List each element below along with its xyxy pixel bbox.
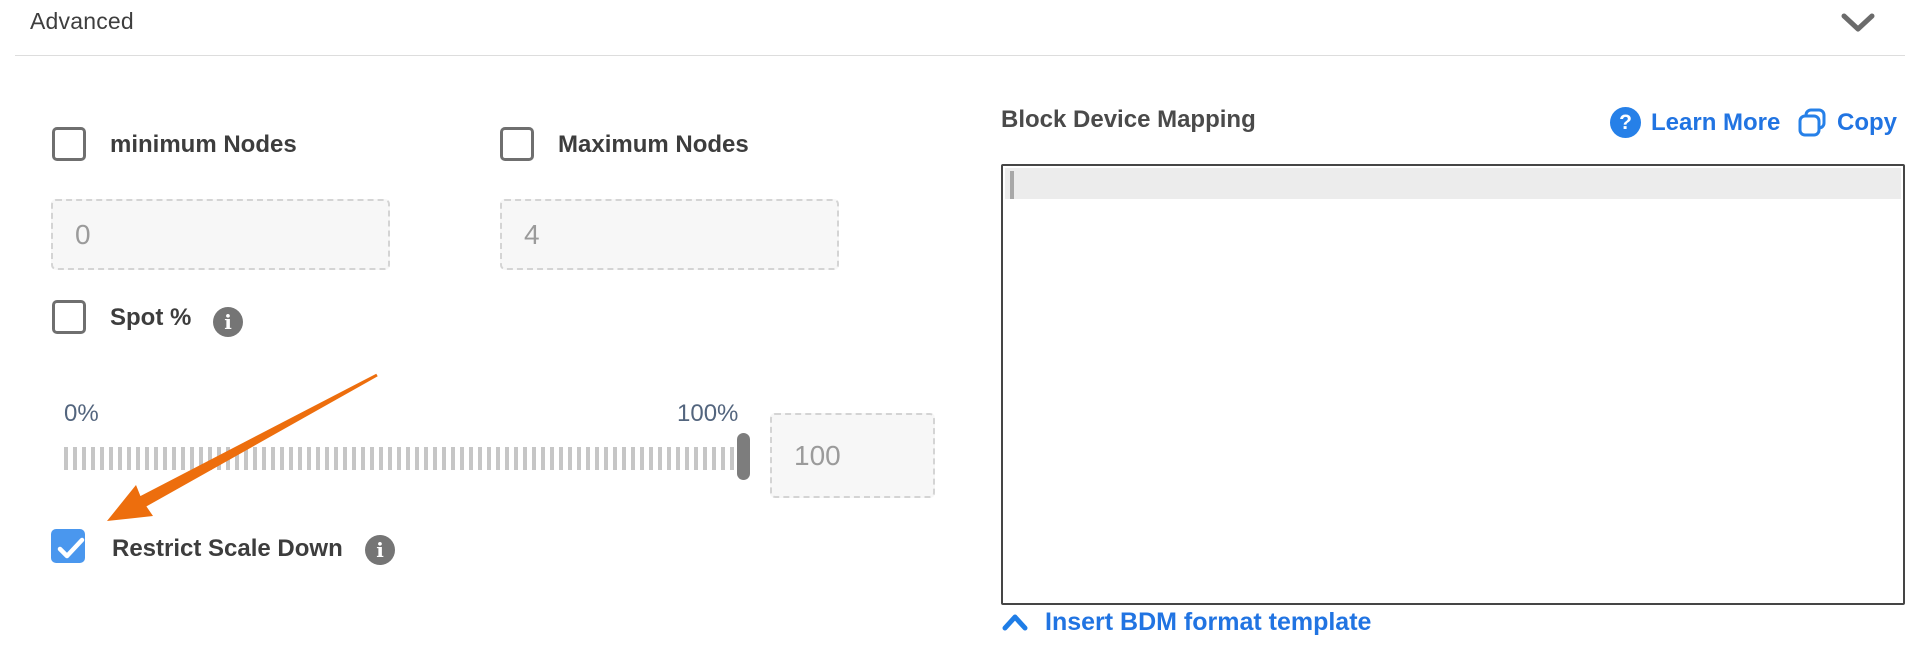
spot-percent-info-icon[interactable]: i: [213, 307, 243, 337]
insert-bdm-template-link[interactable]: Insert BDM format template: [1001, 608, 1371, 637]
minimum-nodes-label: minimum Nodes: [110, 131, 297, 158]
maximum-nodes-label: Maximum Nodes: [558, 131, 749, 158]
restrict-scale-down-checkbox[interactable]: [51, 529, 85, 563]
section-title-advanced: Advanced: [30, 8, 134, 34]
spot-percent-checkbox[interactable]: [52, 300, 86, 334]
editor-active-line: [1005, 168, 1901, 199]
editor-text-cursor: [1010, 171, 1014, 199]
restrict-scale-down-info-icon[interactable]: i: [365, 535, 395, 565]
spot-percent-label: Spot %: [110, 304, 192, 331]
chevron-down-icon[interactable]: [1840, 11, 1876, 40]
question-circle-icon: ?: [1610, 107, 1641, 138]
slider-min-label: 0%: [64, 400, 99, 427]
spot-percent-slider-handle[interactable]: [737, 433, 750, 480]
restrict-scale-down-label: Restrict Scale Down: [112, 535, 343, 562]
chevron-up-icon: [1002, 614, 1028, 631]
spot-percent-slider-track[interactable]: [64, 447, 746, 470]
spot-percent-input[interactable]: [770, 413, 935, 498]
learn-more-label: Learn More: [1651, 108, 1781, 136]
maximum-nodes-checkbox[interactable]: [500, 127, 534, 161]
checkmark-icon: [57, 537, 85, 559]
minimum-nodes-checkbox[interactable]: [52, 127, 86, 161]
insert-bdm-template-label: Insert BDM format template: [1045, 608, 1372, 636]
block-device-mapping-editor[interactable]: [1001, 164, 1905, 605]
slider-max-label: 100%: [677, 400, 739, 427]
copy-button[interactable]: Copy: [1797, 107, 1897, 138]
copy-icon: [1798, 108, 1826, 137]
copy-label: Copy: [1837, 108, 1897, 136]
block-device-mapping-title: Block Device Mapping: [1001, 106, 1256, 133]
learn-more-link[interactable]: ? Learn More: [1610, 107, 1780, 138]
section-divider: [15, 55, 1905, 56]
minimum-nodes-input[interactable]: [51, 199, 390, 270]
maximum-nodes-input[interactable]: [500, 199, 839, 270]
